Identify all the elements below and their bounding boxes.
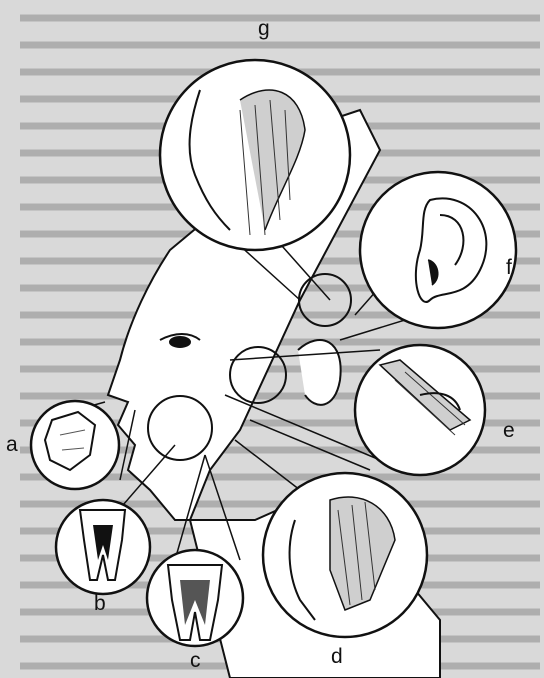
label-a: a: [6, 434, 18, 455]
label-c: c: [190, 650, 201, 671]
inset-a-molars: [31, 401, 119, 489]
label-f: f: [506, 257, 512, 278]
inset-e-neck-muscles: [355, 345, 485, 475]
label-e: e: [503, 420, 515, 441]
inset-f-ear: [360, 172, 516, 328]
inset-g-jaw-muscles: [160, 60, 350, 250]
inset-b-tooth-section: [56, 500, 150, 594]
inset-c-tooth-roots: [147, 550, 243, 646]
label-g: g: [258, 18, 270, 39]
label-d: d: [331, 646, 343, 667]
label-b: b: [94, 593, 106, 614]
inset-d-jaw-muscles: [263, 473, 427, 637]
